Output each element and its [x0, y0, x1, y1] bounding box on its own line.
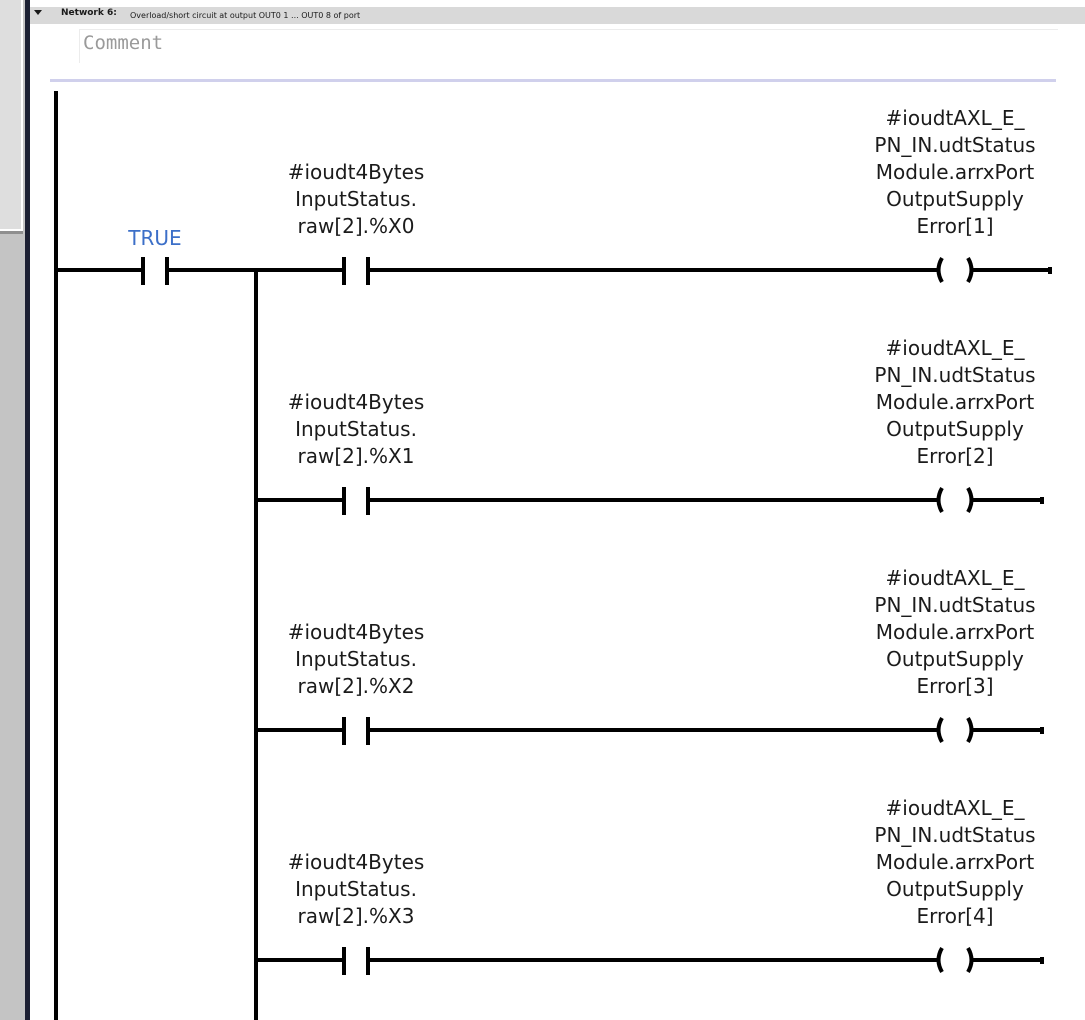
contact-rung-1[interactable] — [342, 257, 370, 285]
coil-operand-rung-2-line: #ioudtAXL_E_ — [885, 336, 1025, 360]
coil-operand-rung-2-line: Module.arrxPort — [875, 390, 1035, 414]
coil-operand-rung-3-line: OutputSupply — [886, 647, 1024, 671]
true-contact-label-line: TRUE — [128, 226, 182, 250]
collapse-triangle-icon[interactable] — [34, 10, 42, 15]
contact-rung-4[interactable] — [342, 947, 370, 975]
coil-rung-3[interactable] — [936, 716, 974, 744]
contact-operand-rung-4-line: #ioudt4Bytes — [287, 850, 425, 874]
contact-operand-rung-2-line: #ioudt4Bytes — [287, 390, 425, 414]
coil-operand-rung-4-line: Error[4] — [916, 904, 994, 928]
rung-end-terminal — [1040, 957, 1044, 964]
contact-operand-rung-3-line: #ioudt4Bytes — [287, 620, 425, 644]
coil-operand-rung-1-line: OutputSupply — [886, 187, 1024, 211]
network-comment-field[interactable]: Comment — [79, 29, 1058, 63]
contact-operand-rung-3-line: InputStatus. — [295, 647, 417, 671]
coil-rung-4[interactable] — [936, 946, 974, 974]
coil-operand-rung-4-line: Module.arrxPort — [875, 850, 1035, 874]
rung-end-terminal — [1040, 497, 1044, 504]
network-header[interactable]: Network 6: Overload/short circuit at out… — [30, 7, 1085, 24]
true-contact-label[interactable]: TRUE — [65, 225, 245, 252]
coil-operand-rung-4-line: OutputSupply — [886, 877, 1024, 901]
network-separator — [50, 79, 1056, 82]
coil-operand-rung-1-line: #ioudtAXL_E_ — [885, 106, 1025, 130]
coil-operand-rung-2-line: PN_IN.udtStatus — [874, 363, 1036, 387]
coil-operand-rung-1-line: PN_IN.udtStatus — [874, 133, 1036, 157]
contact-operand-rung-1-line: #ioudt4Bytes — [287, 160, 425, 184]
contact-operand-rung-2-line: raw[2].%X1 — [297, 444, 415, 468]
true-contact[interactable] — [141, 257, 169, 285]
coil-operand-rung-3-line: Error[3] — [916, 674, 994, 698]
rung-end-terminal — [1040, 727, 1044, 734]
coil-operand-rung-3-line: #ioudtAXL_E_ — [885, 566, 1025, 590]
network-title: Network 6: — [61, 8, 117, 18]
coil-operand-rung-4-line: #ioudtAXL_E_ — [885, 796, 1025, 820]
contact-operand-rung-3-line: raw[2].%X2 — [297, 674, 415, 698]
contact-rung-3[interactable] — [342, 717, 370, 745]
coil-operand-rung-4-line: PN_IN.udtStatus — [874, 823, 1036, 847]
coil-operand-rung-3-line: Module.arrxPort — [875, 620, 1035, 644]
contact-operand-rung-1-line: raw[2].%X0 — [297, 214, 415, 238]
contact-operand-rung-2-line: InputStatus. — [295, 417, 417, 441]
comment-placeholder: Comment — [83, 32, 164, 54]
left-panel-pane — [0, 0, 23, 231]
coil-rung-1[interactable] — [936, 256, 974, 284]
coil-rung-2[interactable] — [936, 486, 974, 514]
coil-operand-rung-1-line: Module.arrxPort — [875, 160, 1035, 184]
contact-operand-rung-4-line: raw[2].%X3 — [297, 904, 415, 928]
coil-operand-rung-2-line: OutputSupply — [886, 417, 1024, 441]
coil-operand-rung-3-line: PN_IN.udtStatus — [874, 593, 1036, 617]
contact-operand-rung-4-line: InputStatus. — [295, 877, 417, 901]
editor-border — [25, 0, 30, 1020]
contact-operand-rung-1-line: InputStatus. — [295, 187, 417, 211]
coil-operand-rung-1-line: Error[1] — [916, 214, 994, 238]
network-description[interactable]: Overload/short circuit at output OUT0 1 … — [130, 11, 361, 20]
contact-rung-2[interactable] — [342, 487, 370, 515]
left-panel — [0, 0, 25, 1020]
rung-end-terminal — [1048, 267, 1052, 274]
coil-operand-rung-2-line: Error[2] — [916, 444, 994, 468]
